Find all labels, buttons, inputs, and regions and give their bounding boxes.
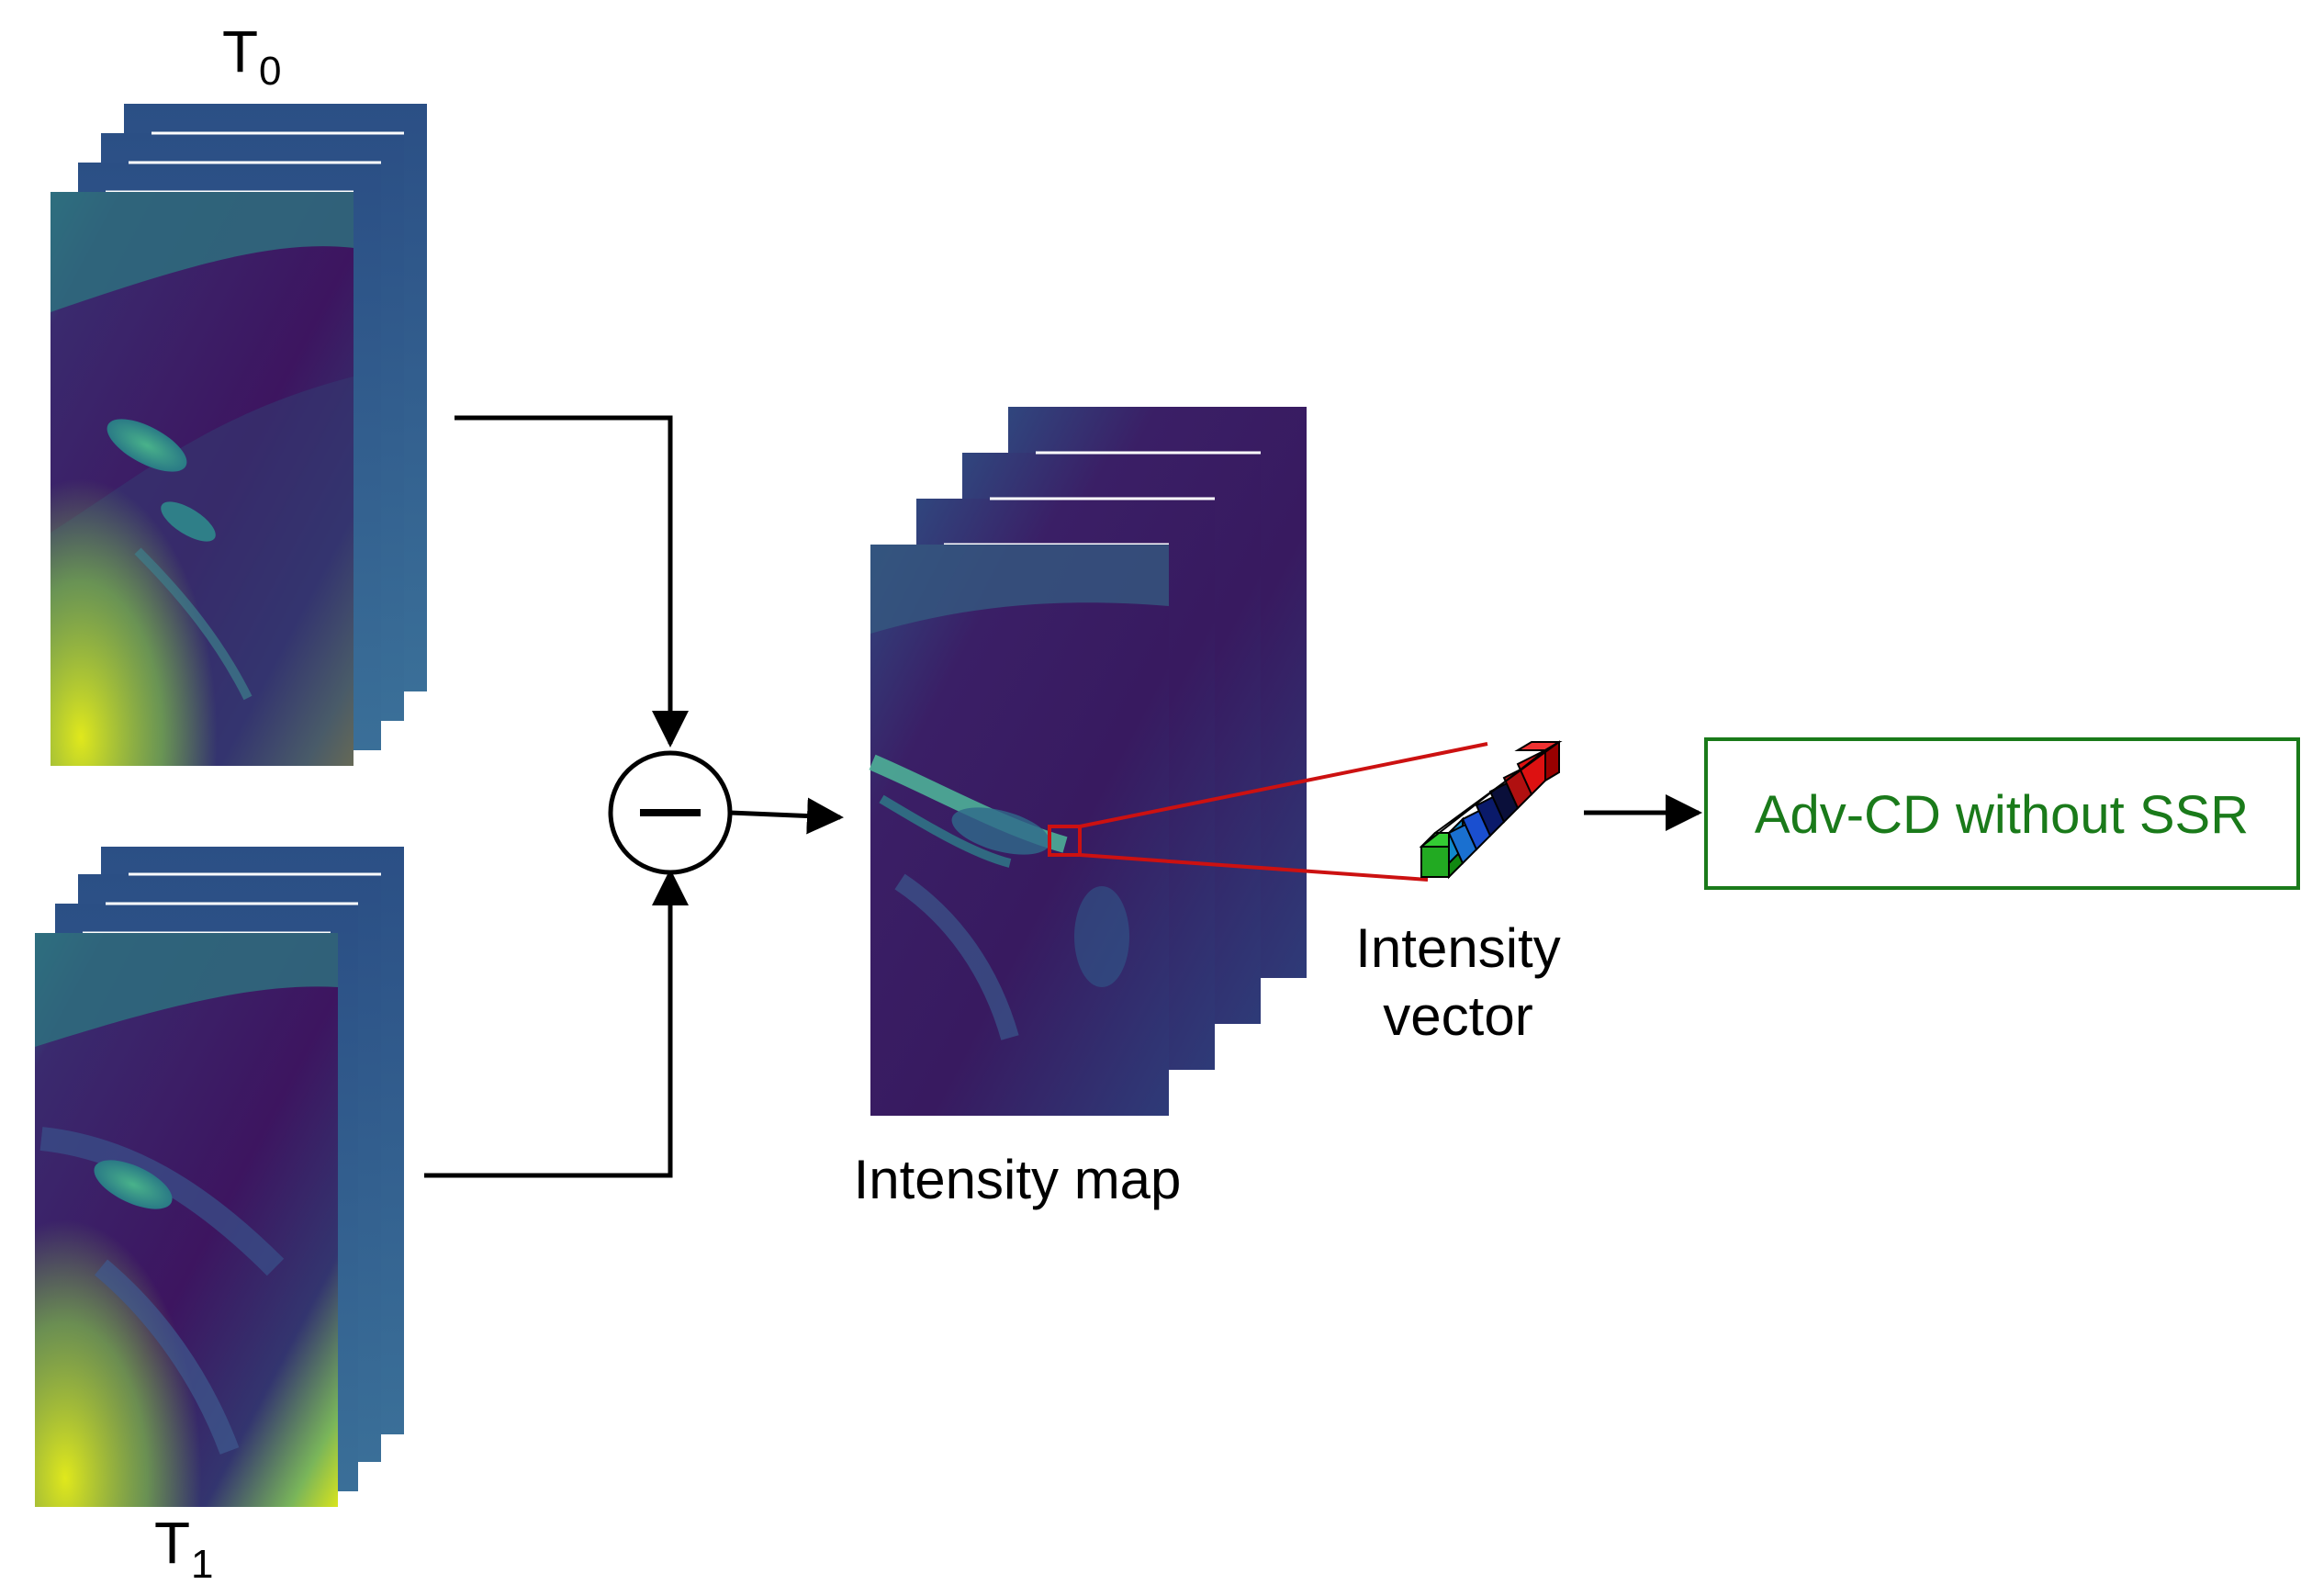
intensity-map-stack [869,407,1307,1116]
map-front-image [869,545,1169,1116]
t1-subscript: 1 [191,1542,213,1587]
t1-image-stack [35,847,404,1507]
intensity-vector-icon [1419,740,1563,880]
intensity-vector-label-line1: Intensity [1355,917,1560,979]
subtraction-operator [608,750,733,875]
zoom-lines [1079,742,1488,882]
t1-label: T 1 [154,1510,213,1587]
intensity-map-label: Intensity map [854,1149,1182,1210]
t0-front-image [51,192,354,766]
connector-t1 [424,869,689,1178]
t1-front-image [35,933,338,1507]
t0-image-stack [51,104,427,766]
connector-t0 [455,415,689,747]
selected-pixel-box [1048,825,1082,857]
connector-operator-to-map [729,797,844,835]
t0-letter: T [222,18,258,84]
intensity-vector-label-line2: vector [1383,985,1532,1047]
t0-label: T 0 [222,18,281,94]
output-label: Adv-CD without SSR [1755,785,2249,845]
t0-subscript: 0 [259,49,281,94]
t1-letter: T [154,1510,190,1576]
output-box: Adv-CD without SSR [1704,737,2300,890]
